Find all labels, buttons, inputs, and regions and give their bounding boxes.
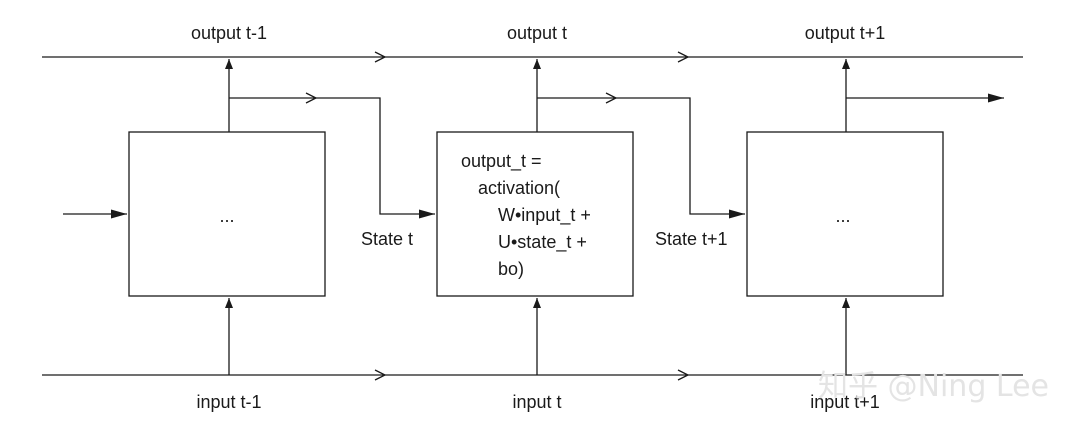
cell-formula-line-1: output_t = bbox=[461, 151, 542, 172]
rnn-cell-t-minus-1 bbox=[128, 131, 326, 297]
cell-content-t-minus-1: ... bbox=[219, 206, 234, 226]
input-line-chevron-2 bbox=[677, 369, 690, 381]
cell-formula-line-5: bo) bbox=[498, 259, 524, 279]
input-label-t: input t bbox=[512, 392, 561, 412]
input-line-chevron-1 bbox=[374, 369, 387, 381]
state-arrow-t bbox=[229, 97, 435, 219]
input-label-t-plus-1: input t+1 bbox=[810, 392, 880, 412]
watermark: 知乎 @Ning Lee bbox=[818, 369, 1049, 404]
cell-formula-line-3: W•input_t + bbox=[498, 205, 591, 226]
output-line-chevron-2 bbox=[677, 51, 690, 63]
cell-formula-line-2: activation( bbox=[478, 178, 560, 198]
state-chevron-t bbox=[305, 92, 318, 104]
state-chevron-t-plus-1 bbox=[605, 92, 618, 104]
cell-content-t-plus-1: ... bbox=[835, 206, 850, 226]
rnn-cell-t-plus-1 bbox=[746, 131, 944, 297]
state-arrow-t-plus-1 bbox=[537, 97, 745, 219]
output-label-t: output t bbox=[507, 23, 567, 43]
state-label-t-plus-1: State t+1 bbox=[655, 229, 728, 249]
output-label-t-minus-1: output t-1 bbox=[191, 23, 267, 43]
input-label-t-minus-1: input t-1 bbox=[196, 392, 261, 412]
output-label-t-plus-1: output t+1 bbox=[805, 23, 886, 43]
state-label-t: State t bbox=[361, 229, 413, 249]
output-line-chevron-1 bbox=[374, 51, 387, 63]
cell-formula-line-4: U•state_t + bbox=[498, 232, 587, 253]
rnn-cell-t bbox=[436, 131, 634, 297]
